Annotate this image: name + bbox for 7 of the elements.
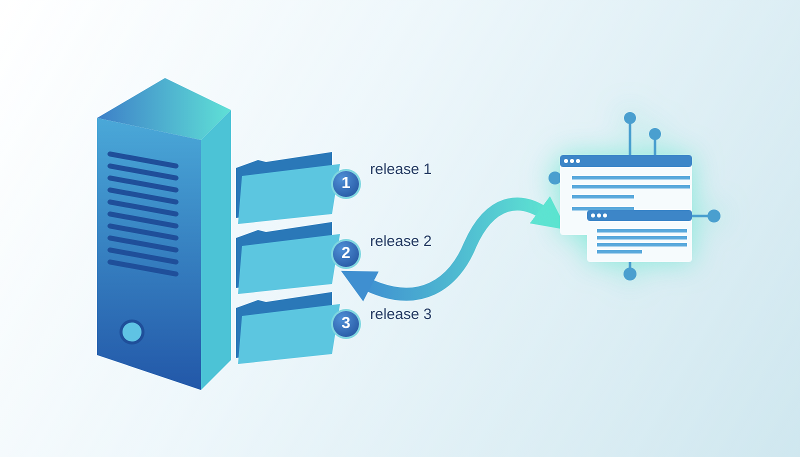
release-label: release 2 — [370, 233, 432, 250]
release-label: release 3 — [370, 306, 432, 323]
browser-windows-drawing — [548, 110, 723, 282]
number-badge: 1 — [333, 171, 359, 197]
number-badge: 3 — [333, 311, 359, 337]
release-label: release 1 — [370, 161, 432, 178]
number-badge: 2 — [333, 241, 359, 267]
